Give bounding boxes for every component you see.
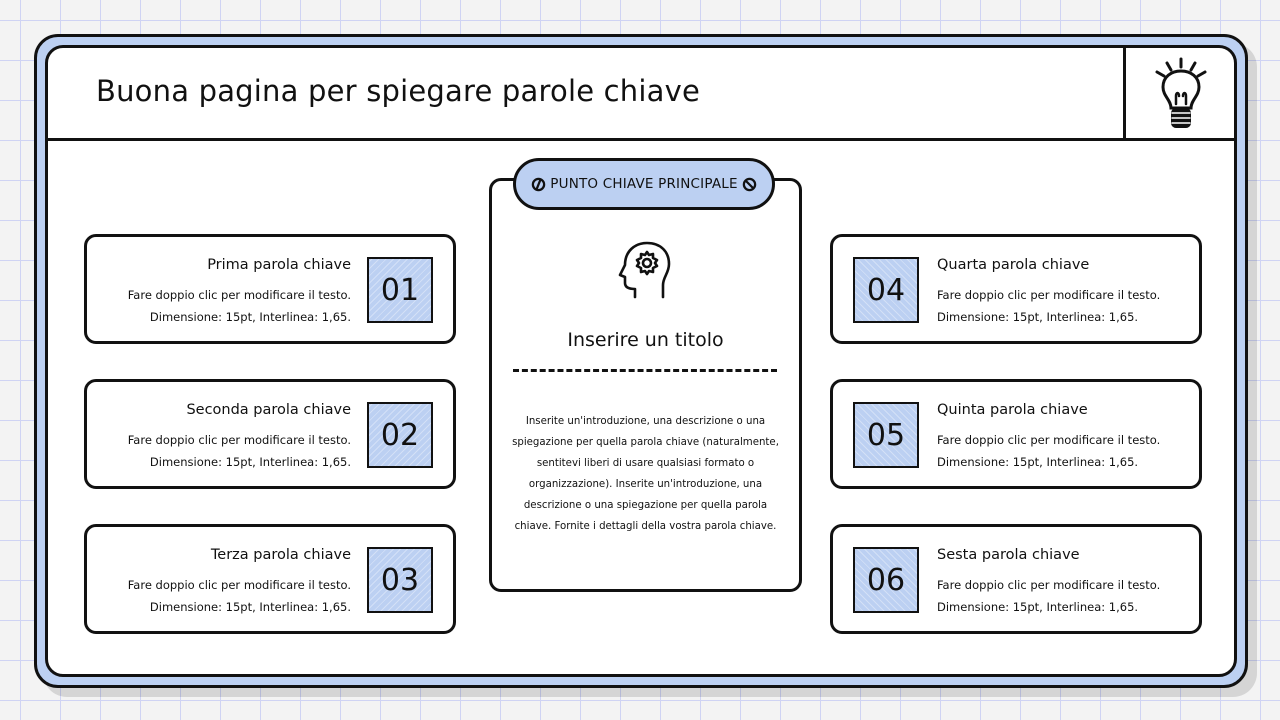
keyword-desc-line1[interactable]: Fare doppio clic per modificare il testo… (127, 433, 351, 447)
keyword-card-text: Quarta parola chiave Fare doppio clic pe… (937, 255, 1160, 328)
keyword-desc-line1[interactable]: Fare doppio clic per modificare il testo… (127, 578, 351, 592)
keyword-desc-line2[interactable]: Dimensione: 15pt, Interlinea: 1,65. (149, 600, 351, 614)
keyword-desc-line2[interactable]: Dimensione: 15pt, Interlinea: 1,65. (937, 310, 1139, 324)
keyword-card-text: Seconda parola chiave Fare doppio clic p… (128, 400, 351, 473)
lightbulb-icon (1155, 57, 1207, 128)
keyword-desc-line1[interactable]: Fare doppio clic per modificare il testo… (937, 578, 1161, 592)
keyword-number-badge: 03 (367, 547, 433, 613)
prohibited-icon (742, 177, 756, 191)
keyword-number-badge: 02 (367, 402, 433, 468)
center-body-text[interactable]: Inserite un'introduzione, una descrizion… (512, 416, 779, 532)
keyword-number-badge: 04 (853, 257, 919, 323)
center-title[interactable]: Inserire un titolo (567, 329, 724, 351)
keyword-card-text: Terza parola chiave Fare doppio clic per… (128, 545, 351, 618)
header-icon-cell (1123, 48, 1234, 138)
keyword-title[interactable]: Prima parola chiave (207, 257, 351, 273)
dashed-divider (513, 369, 777, 372)
keyword-desc-line2[interactable]: Dimensione: 15pt, Interlinea: 1,65. (937, 455, 1139, 469)
keyword-desc-line1[interactable]: Fare doppio clic per modificare il testo… (937, 433, 1161, 447)
keyword-card-3[interactable]: Terza parola chiave Fare doppio clic per… (84, 524, 456, 634)
main-key-point-panel: Inserire un titolo Inserite un'introduzi… (489, 178, 802, 592)
keyword-title[interactable]: Terza parola chiave (210, 547, 351, 563)
keyword-title[interactable]: Quinta parola chiave (937, 402, 1088, 418)
slide-frame: Buona pagina per spiegare parole chiave (34, 34, 1248, 688)
keyword-card-1[interactable]: Prima parola chiave Fare doppio clic per… (84, 234, 456, 344)
slide-header: Buona pagina per spiegare parole chiave (48, 48, 1234, 141)
keyword-desc-line1[interactable]: Fare doppio clic per modificare il testo… (127, 288, 351, 302)
slide-title[interactable]: Buona pagina per spiegare parole chiave (96, 74, 701, 108)
keyword-title[interactable]: Seconda parola chiave (186, 402, 351, 418)
slide-sheet: Buona pagina per spiegare parole chiave (45, 45, 1237, 677)
keyword-title[interactable]: Quarta parola chiave (937, 257, 1090, 273)
keyword-card-2[interactable]: Seconda parola chiave Fare doppio clic p… (84, 379, 456, 489)
keyword-desc-line1[interactable]: Fare doppio clic per modificare il testo… (937, 288, 1161, 302)
keyword-number-badge: 01 (367, 257, 433, 323)
keyword-card-6[interactable]: 06 Sesta parola chiave Fare doppio clic … (830, 524, 1202, 634)
keyword-card-4[interactable]: 04 Quarta parola chiave Fare doppio clic… (830, 234, 1202, 344)
keyword-card-text: Prima parola chiave Fare doppio clic per… (128, 255, 351, 328)
keyword-card-5[interactable]: 05 Quinta parola chiave Fare doppio clic… (830, 379, 1202, 489)
keyword-desc-line2[interactable]: Dimensione: 15pt, Interlinea: 1,65. (149, 310, 351, 324)
main-key-point-pill: PUNTO CHIAVE PRINCIPALE (513, 158, 775, 210)
slashed-circle-icon (532, 177, 546, 191)
keyword-card-text: Sesta parola chiave Fare doppio clic per… (937, 545, 1160, 618)
pill-label[interactable]: PUNTO CHIAVE PRINCIPALE (550, 176, 738, 192)
keyword-title[interactable]: Sesta parola chiave (937, 547, 1080, 563)
head-gear-icon (618, 241, 671, 299)
keyword-desc-line2[interactable]: Dimensione: 15pt, Interlinea: 1,65. (937, 600, 1139, 614)
keyword-card-text: Quinta parola chiave Fare doppio clic pe… (937, 400, 1160, 473)
keyword-desc-line2[interactable]: Dimensione: 15pt, Interlinea: 1,65. (149, 455, 351, 469)
keyword-number-badge: 05 (853, 402, 919, 468)
keyword-number-badge: 06 (853, 547, 919, 613)
